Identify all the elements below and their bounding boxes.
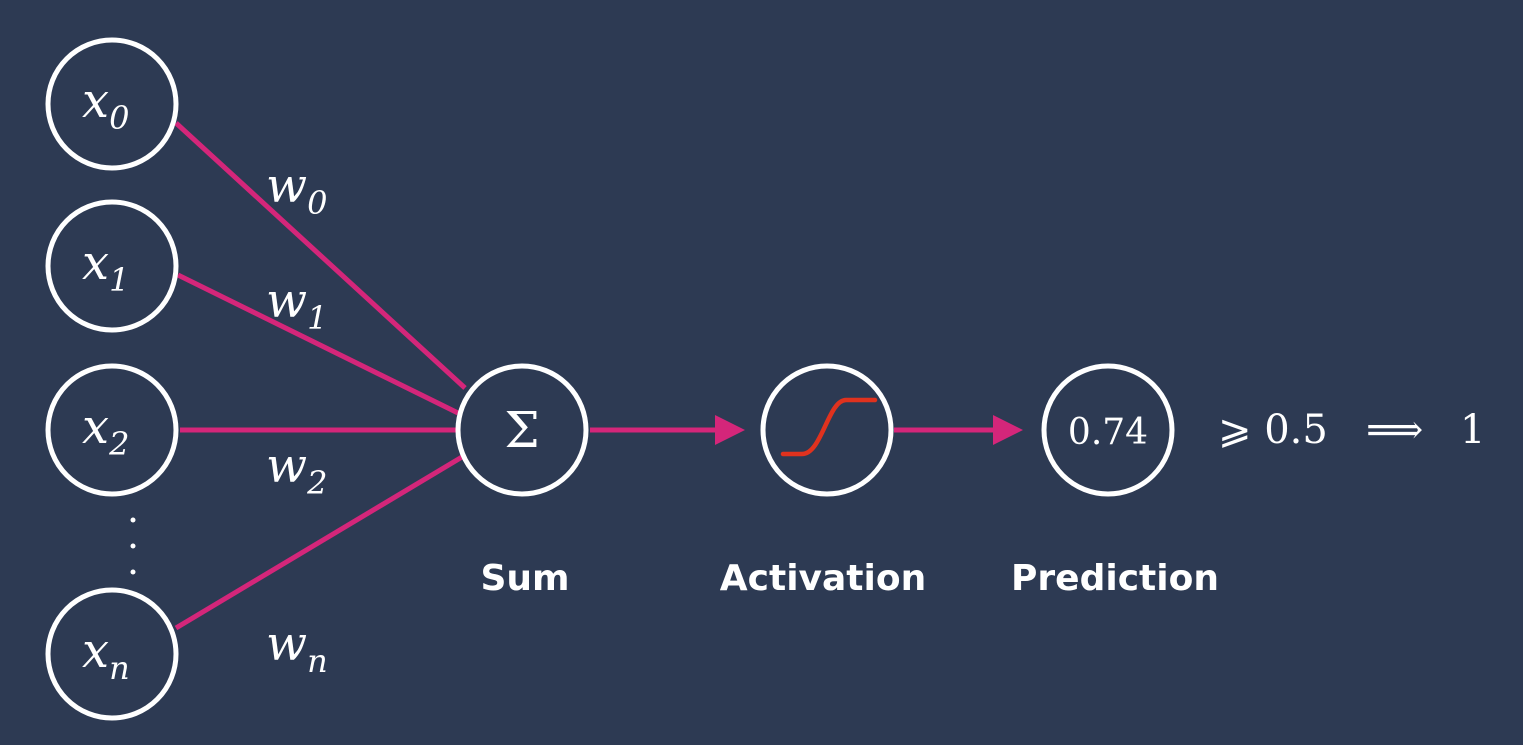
activation-node bbox=[760, 363, 894, 497]
svg-text:x1: x1 bbox=[82, 235, 129, 299]
weight-label-wn: wn bbox=[266, 616, 328, 680]
edge-x1-to-sum bbox=[176, 272, 460, 416]
label-activation: Activation bbox=[720, 558, 926, 599]
edge-x0-to-sum bbox=[174, 121, 467, 390]
sum-icon: Σ bbox=[504, 401, 539, 459]
output-value: 1 bbox=[1460, 407, 1485, 453]
threshold-text: ⩾ 0.5 bbox=[1218, 407, 1328, 453]
svg-text:x2: x2 bbox=[82, 399, 129, 463]
vertical-ellipsis-icon bbox=[130, 517, 136, 575]
weight-label-w1: w1 bbox=[266, 273, 327, 337]
implies-icon: ⟹ bbox=[1366, 407, 1423, 453]
edge-xn-to-sum bbox=[174, 454, 464, 631]
prediction-node: 0.74 bbox=[1041, 363, 1175, 497]
svg-text:xn: xn bbox=[82, 623, 130, 687]
weight-label-w2: w2 bbox=[266, 438, 327, 502]
input-node-x0: x0 bbox=[45, 37, 179, 171]
label-prediction: Prediction bbox=[1011, 558, 1219, 599]
input-node-x2: x2 bbox=[45, 363, 179, 497]
label-sum: Sum bbox=[480, 558, 569, 599]
svg-text:x0: x0 bbox=[82, 73, 129, 137]
sum-node: Σ bbox=[455, 363, 589, 497]
input-node-xn: xn bbox=[45, 587, 179, 721]
prediction-value: 0.74 bbox=[1068, 412, 1148, 453]
weight-label-w0: w0 bbox=[266, 158, 327, 222]
sigmoid-curve-icon bbox=[780, 397, 878, 457]
input-node-x1: x1 bbox=[45, 199, 179, 333]
